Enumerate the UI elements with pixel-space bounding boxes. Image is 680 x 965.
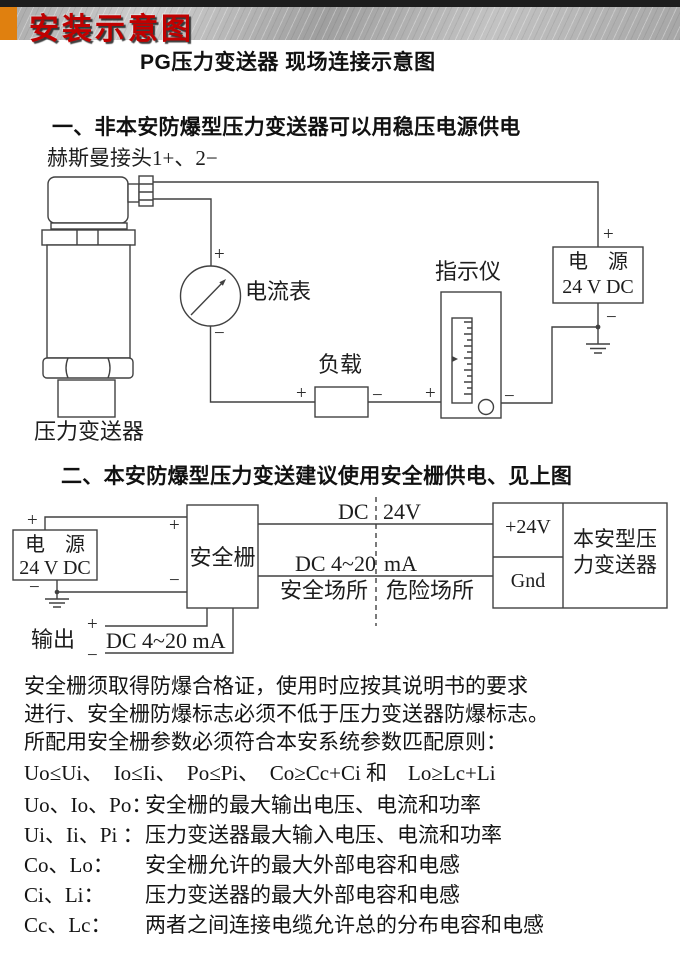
- definition-desc: 两者之间连接电缆允许总的分布电容和电感: [145, 913, 544, 937]
- definition-row: Cc、Lc： 两者之间连接电缆允许总的分布电容和电感: [24, 909, 544, 939]
- junction-dot: [595, 324, 601, 330]
- ground2-symbol: [45, 592, 69, 608]
- connector-label: 赫斯曼接头1+、2−: [47, 146, 218, 170]
- is-transmitter-terminal-dividers: [493, 503, 564, 608]
- ammeter-label: 电流表: [245, 279, 312, 304]
- zone-safe-label: 安全场所: [280, 578, 369, 603]
- power2-value: 24 V DC: [19, 557, 91, 579]
- output-label: 输出: [31, 627, 76, 652]
- transmitter-housing-flange: [50, 222, 128, 230]
- definition-desc: 安全栅允许的最大外部电容和电感: [145, 853, 460, 877]
- barrier-label: 安全栅: [189, 545, 256, 570]
- zone-hazard-label: 危险场所: [386, 578, 475, 603]
- transmitter-connector-housing: [47, 176, 129, 224]
- transmitter-thread-stub: [57, 379, 116, 418]
- definition-term: Ci、Li：: [24, 883, 105, 907]
- ammeter-minus-sign: −: [214, 323, 225, 344]
- power-name: 电 源: [568, 251, 628, 273]
- transmitter-upper-hex: [41, 229, 136, 246]
- is-transmitter-name-line2: 力变送器: [573, 553, 657, 577]
- power-supply-box: [552, 246, 644, 304]
- banner-title: 安装示意图: [29, 13, 194, 46]
- definition-row: Ci、Li： 压力变送器的最大外部电容和电感: [24, 879, 460, 909]
- indicator-label: 指示仪: [435, 259, 502, 284]
- terminal-gnd: Gnd: [510, 570, 546, 592]
- definition-term: Ui、Ii、Pi ：: [24, 823, 144, 847]
- indicator-minus-sign: −: [504, 386, 515, 407]
- definition-desc: 压力变送器最大输入电压、电流和功率: [145, 823, 502, 847]
- header-accent-block: [0, 7, 17, 40]
- transmitter-lower-hex: [42, 357, 134, 379]
- load-plus-sign: +: [296, 383, 307, 404]
- section1-heading: 一、非本安防爆型压力变送器可以用稳压电源供电: [52, 116, 521, 139]
- transmitter-gland-nut: [138, 175, 154, 207]
- definition-row: Ui、Ii、Pi ：压力变送器最大输入电压、电流和功率: [24, 819, 502, 849]
- indicator-adjust-knob: [477, 398, 495, 416]
- pressure-transmitter-drawing: [41, 175, 154, 418]
- wire-top-label-left: DC: [338, 499, 369, 524]
- is-transmitter-box: [492, 502, 668, 609]
- power-value: 24 V DC: [562, 276, 634, 298]
- wire2-minus: [56, 580, 187, 593]
- definition-term: Uo、Io、Po：: [24, 793, 153, 817]
- definition-row: Uo、Io、Po：安全栅的最大输出电压、电流和功率: [24, 789, 481, 819]
- definition-desc: 压力变送器的最大外部电容和电感: [145, 883, 460, 907]
- ammeter-plus-sign: +: [214, 244, 225, 265]
- transmitter-body: [46, 244, 131, 359]
- note-formula: Uo≤Ui、 Io≤Ii、 Po≤Pi、 Co≥Cc+Ci 和 Lo≥Lc+Li: [24, 761, 496, 785]
- circuit1-diagram: [41, 175, 644, 419]
- section2-heading: 二、本安防爆型压力变送建议使用安全栅供电、见上图: [61, 465, 573, 488]
- wire-bottom-label-left: DC 4~20: [295, 551, 376, 576]
- terminal-plus24v: +24V: [505, 516, 551, 538]
- wire-indicator-to-power: [501, 326, 598, 404]
- note-line2: 进行、安全栅防爆标志必须不低于压力变送器防爆标志。: [24, 702, 549, 726]
- circuit2-diagram: [12, 497, 668, 654]
- power2-minus-sign: −: [29, 577, 40, 598]
- definition-desc: 安全栅的最大输出电压、电流和功率: [145, 793, 481, 817]
- transmitter-gland: [127, 183, 140, 203]
- output-minus-sign: −: [87, 645, 98, 666]
- wire2-plus: [44, 516, 187, 530]
- ground-symbol: [586, 343, 610, 354]
- is-transmitter-name-line1: 本安型压: [573, 527, 657, 551]
- wire-to-ammeter: [153, 198, 212, 266]
- wire-bottom-label-right: mA: [384, 551, 417, 576]
- indicator-scale-ticks: [464, 321, 472, 395]
- load-box: [314, 386, 369, 418]
- output-wire-label: DC 4~20 mA: [106, 628, 226, 653]
- transmitter-label: 压力变送器: [34, 419, 145, 444]
- note-line1: 安全栅须取得防爆合格证，使用时应按其说明书的要求: [24, 674, 528, 698]
- ammeter-needle: [190, 280, 225, 316]
- load-label: 负载: [318, 352, 363, 377]
- indicator-pointer: [452, 356, 458, 362]
- note-line3: 所配用安全栅参数必须符合本安系统参数匹配原则：: [24, 730, 507, 754]
- wire-top-label-right: 24V: [383, 499, 421, 524]
- definition-row: Co、Lo： 安全栅允许的最大外部电容和电感: [24, 849, 460, 879]
- output-plus-sign: +: [87, 614, 98, 635]
- wire-ammeter-to-load: [209, 326, 315, 403]
- barrier-minus-sign: −: [169, 570, 180, 591]
- power-minus-sign: −: [606, 307, 617, 328]
- barrier-plus-sign: +: [169, 515, 180, 536]
- definition-term: Cc、Lc：: [24, 913, 112, 937]
- power2-name: 电 源: [25, 534, 85, 556]
- load-minus-sign: −: [372, 385, 383, 406]
- header-top-bar: [0, 0, 680, 7]
- power-supply2-box: [12, 529, 98, 581]
- ammeter-needle-arrowhead: [219, 279, 226, 286]
- wire-plus-loop: [153, 181, 599, 247]
- output-wire-minus: [105, 608, 234, 654]
- doc-title: PG压力变送器 现场连接示意图: [140, 51, 436, 74]
- safety-barrier-box: [186, 504, 259, 609]
- ammeter-circle: [179, 265, 242, 327]
- output-wire-plus: [105, 608, 208, 627]
- indicator-plus-sign: +: [425, 383, 436, 404]
- power2-plus-sign: +: [27, 510, 38, 531]
- definition-term: Co、Lo：: [24, 853, 114, 877]
- power-plus-sign: +: [603, 224, 614, 245]
